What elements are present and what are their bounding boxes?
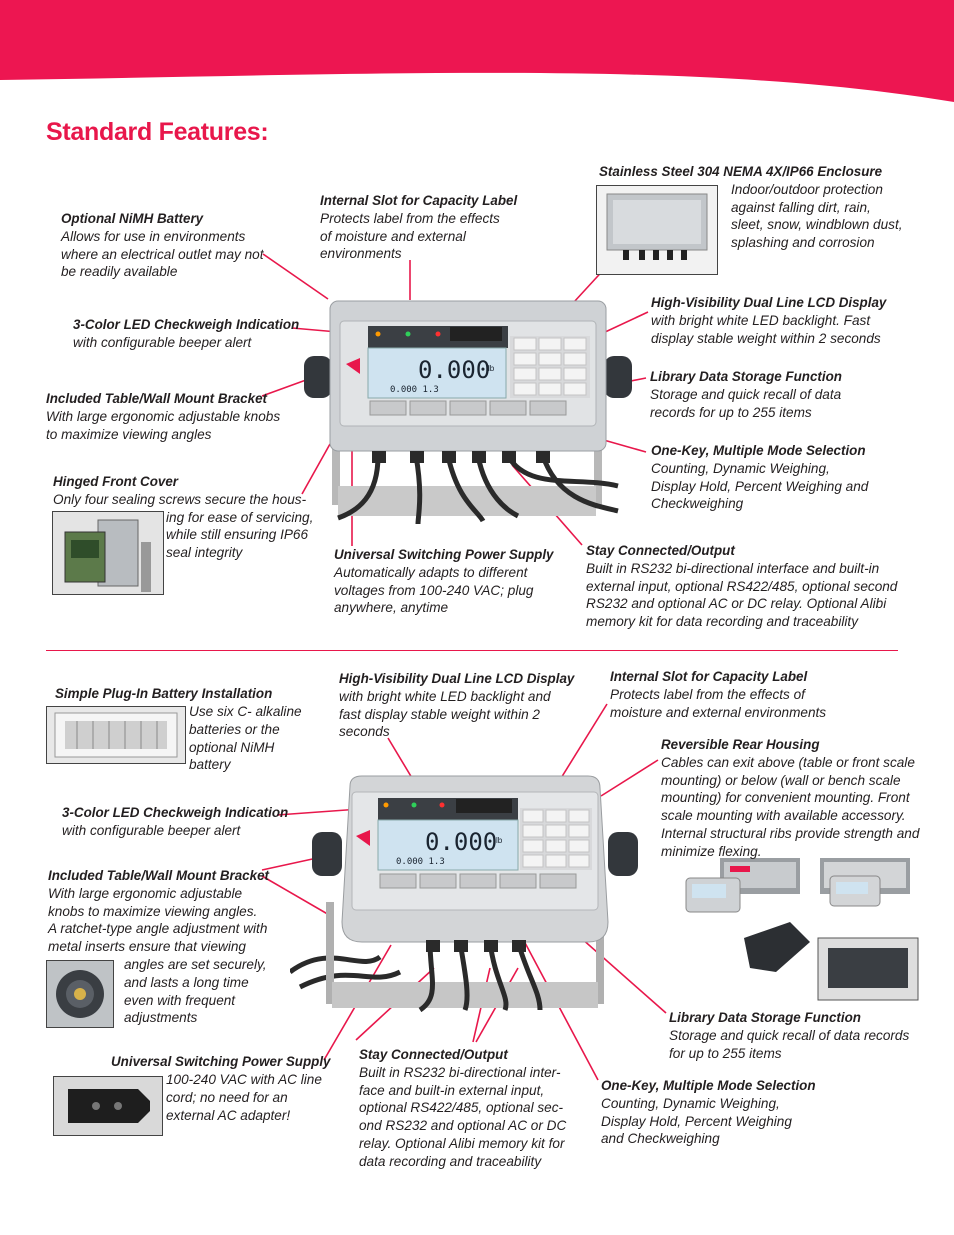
heading: Simple Plug-In Battery Installation	[55, 686, 273, 701]
body: Counting, Dynamic Weighing, Display Hold…	[651, 460, 869, 512]
body: with configurable beeper alert	[73, 334, 252, 350]
callout-battery-install-body: Use six C- alkaline batteries or the opt…	[189, 703, 302, 774]
callout-front-cover: Hinged Front Cover Only four sealing scr…	[53, 473, 313, 562]
heading: One-Key, Multiple Mode Selection	[601, 1078, 816, 1093]
heading: Library Data Storage Function	[669, 1010, 861, 1025]
heading: Stay Connected/Output	[586, 543, 735, 558]
callout-stay-connected-bottom: Stay Connected/Output Built in RS232 bi-…	[359, 1046, 566, 1171]
heading: Internal Slot for Capacity Label	[320, 193, 518, 208]
heading: One-Key, Multiple Mode Selection	[651, 443, 866, 458]
callout-led-checkweigh-top: 3-Color LED Checkweigh Indication with c…	[73, 316, 299, 352]
body: Indoor/outdoor protection against fallin…	[731, 181, 903, 251]
heading: 3-Color LED Checkweigh Indication	[73, 317, 300, 332]
body: Allows for use in environments where an …	[61, 228, 264, 280]
heading: High-Visibility Dual Line LCD Display	[651, 295, 887, 310]
ratchet-insert-photo	[46, 960, 114, 1028]
lcd-unit-bottom: lb	[496, 836, 503, 845]
callout-one-key-bottom: One-Key, Multiple Mode Selection Countin…	[601, 1077, 816, 1148]
body: Protects label from the effects of moist…	[610, 686, 827, 720]
body-first: Only four sealing screws secure the hous…	[53, 491, 307, 507]
callout-capacity-label-bottom: Internal Slot for Capacity Label Protect…	[610, 668, 826, 721]
hinged-cover-photo	[52, 511, 164, 595]
body: Cables can exit above (table or front sc…	[661, 754, 920, 859]
callout-mount-bracket-bottom: Included Table/Wall Mount Bracket With l…	[48, 867, 269, 1027]
body: Automatically adapts to different voltag…	[334, 564, 534, 616]
body: with bright white LED backlight and fast…	[339, 688, 551, 740]
body: with bright white LED backlight. Fast di…	[651, 312, 881, 346]
callout-library-top: Library Data Storage Function Storage an…	[650, 368, 842, 421]
callout-power-supply-top: Universal Switching Power Supply Automat…	[334, 546, 554, 617]
heading: Library Data Storage Function	[650, 369, 842, 384]
body: With large ergonomic adjustable knobs to…	[46, 408, 281, 442]
lcd-weight: 0.000	[418, 356, 490, 384]
body-rest: angles are set securely, and lasts a lon…	[124, 956, 267, 1026]
plastic-indicator-image: 0.000 lb 0.000 1.3	[290, 775, 638, 1012]
heading: Hinged Front Cover	[53, 474, 178, 489]
lcd-weight-bottom: 0.000	[425, 828, 497, 856]
callout-power-supply-bottom-heading: Universal Switching Power Supply	[111, 1053, 331, 1071]
svg-text:0.000 1.3: 0.000 1.3	[396, 857, 445, 867]
callout-lcd-display-top: High-Visibility Dual Line LCD Display wi…	[651, 294, 886, 347]
heading: Optional NiMH Battery	[61, 211, 204, 226]
body: Storage and quick recall of data records…	[650, 386, 842, 420]
callout-power-supply-bottom-body: 100-240 VAC with AC line cord; no need f…	[166, 1071, 322, 1124]
body: 100-240 VAC with AC line cord; no need f…	[166, 1072, 322, 1123]
callout-enclosure: Stainless Steel 304 NEMA 4X/IP66 Enclosu…	[599, 163, 919, 252]
callout-capacity-label-top: Internal Slot for Capacity Label Protect…	[320, 192, 517, 263]
battery-compartment-photo	[46, 706, 186, 764]
ac-inlet-photo	[53, 1076, 163, 1136]
callout-battery-install-heading-group: Simple Plug-In Battery Installation	[55, 685, 272, 703]
mounting-options-photos	[685, 858, 919, 1001]
header-banner	[0, 0, 954, 102]
heading: Stay Connected/Output	[359, 1047, 508, 1062]
body: Protects label from the effects of moist…	[320, 210, 500, 262]
body: Built in RS232 bi-directional interface …	[586, 560, 898, 630]
page-title: Standard Features:	[46, 118, 269, 146]
stainless-indicator-image: 0.000 lb 0.000 1.3	[304, 300, 632, 525]
body: with configurable beeper alert	[62, 822, 241, 838]
callout-lcd-display-bottom: High-Visibility Dual Line LCD Display wi…	[339, 670, 574, 741]
heading: Reversible Rear Housing	[661, 737, 820, 752]
section-divider	[46, 650, 898, 651]
heading: Universal Switching Power Supply	[111, 1054, 331, 1069]
body: Storage and quick recall of data records…	[669, 1027, 910, 1061]
svg-text:0.000 1.3: 0.000 1.3	[390, 385, 439, 395]
heading: Internal Slot for Capacity Label	[610, 669, 808, 684]
callout-nimh-battery: Optional NiMH Battery Allows for use in …	[61, 210, 264, 281]
body-rest: ing for ease of servicing, while still e…	[166, 509, 314, 561]
body: Use six C- alkaline batteries or the opt…	[189, 704, 302, 773]
heading: 3-Color LED Checkweigh Indication	[62, 805, 289, 820]
callout-rear-housing: Reversible Rear Housing Cables can exit …	[661, 736, 919, 861]
callout-library-bottom: Library Data Storage Function Storage an…	[669, 1009, 909, 1062]
body: Counting, Dynamic Weighing, Display Hold…	[601, 1095, 792, 1147]
callout-stay-connected-top: Stay Connected/Output Built in RS232 bi-…	[586, 542, 897, 631]
body: With large ergonomic adjustable knobs to…	[48, 885, 268, 955]
heading: Universal Switching Power Supply	[334, 547, 554, 562]
body: Built in RS232 bi-directional inter- fac…	[359, 1064, 567, 1169]
heading: High-Visibility Dual Line LCD Display	[339, 671, 575, 686]
callout-led-checkweigh-bottom: 3-Color LED Checkweigh Indication with c…	[62, 804, 288, 840]
heading: Stainless Steel 304 NEMA 4X/IP66 Enclosu…	[599, 164, 883, 179]
enclosure-photo	[596, 185, 718, 275]
heading: Included Table/Wall Mount Bracket	[48, 868, 269, 883]
callout-one-key-top: One-Key, Multiple Mode Selection Countin…	[651, 442, 868, 513]
heading: Included Table/Wall Mount Bracket	[46, 391, 267, 406]
lcd-unit: lb	[488, 364, 495, 373]
callout-mount-bracket-top: Included Table/Wall Mount Bracket With l…	[46, 390, 280, 443]
